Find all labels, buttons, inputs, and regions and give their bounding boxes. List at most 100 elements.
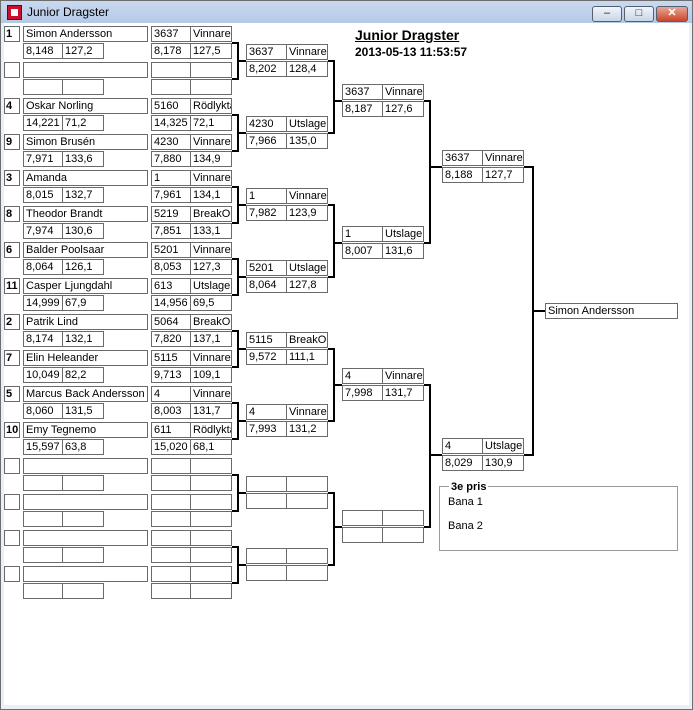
elapsed-time[interactable] — [342, 527, 383, 543]
car-number[interactable] — [151, 566, 191, 582]
race-status[interactable]: Vinnare — [482, 150, 524, 166]
elapsed-time[interactable]: 8,178 — [151, 43, 191, 59]
race-status[interactable]: Rödlykta — [190, 98, 232, 114]
entry-speed[interactable]: 132,1 — [62, 331, 104, 347]
driver-name[interactable] — [23, 62, 148, 78]
race-status[interactable] — [190, 62, 232, 78]
reaction-time[interactable] — [23, 79, 63, 95]
elapsed-time[interactable]: 8,064 — [246, 277, 287, 293]
run-speed[interactable]: 127,8 — [286, 277, 328, 293]
run-speed[interactable]: 111,1 — [286, 349, 328, 365]
elapsed-time[interactable]: 7,998 — [342, 385, 383, 401]
reaction-time[interactable]: 8,064 — [23, 259, 63, 275]
elapsed-time[interactable]: 7,993 — [246, 421, 287, 437]
reaction-time[interactable]: 8,174 — [23, 331, 63, 347]
reaction-time[interactable]: 14,999 — [23, 295, 63, 311]
driver-name[interactable]: Balder Poolsaar — [23, 242, 148, 258]
elapsed-time[interactable]: 9,713 — [151, 367, 191, 383]
car-number[interactable]: 4 — [151, 386, 191, 402]
run-speed[interactable]: 131,7 — [190, 403, 232, 419]
race-status[interactable]: Vinnare — [190, 350, 232, 366]
elapsed-time[interactable]: 8,188 — [442, 167, 483, 183]
race-status[interactable]: Utslagen — [482, 438, 524, 454]
elapsed-time[interactable]: 7,982 — [246, 205, 287, 221]
seed-number[interactable]: 8 — [4, 206, 20, 222]
run-speed[interactable]: 134,9 — [190, 151, 232, 167]
race-status[interactable] — [286, 548, 328, 564]
run-speed[interactable]: 131,7 — [382, 385, 424, 401]
car-number[interactable] — [342, 510, 383, 526]
seed-number[interactable]: 2 — [4, 314, 20, 330]
car-number[interactable]: 5201 — [246, 260, 287, 276]
elapsed-time[interactable]: 9,572 — [246, 349, 287, 365]
elapsed-time[interactable] — [151, 79, 191, 95]
car-number[interactable]: 5115 — [246, 332, 287, 348]
seed-number[interactable]: 11 — [4, 278, 20, 294]
race-status[interactable]: Vinnare — [190, 170, 232, 186]
run-speed[interactable]: 127,6 — [382, 101, 424, 117]
driver-name[interactable]: Theodor Brandt — [23, 206, 148, 222]
elapsed-time[interactable] — [151, 475, 191, 491]
run-speed[interactable]: 69,5 — [190, 295, 232, 311]
car-number[interactable]: 3637 — [342, 84, 383, 100]
run-speed[interactable]: 128,4 — [286, 61, 328, 77]
seed-number[interactable]: 4 — [4, 98, 20, 114]
entry-speed[interactable]: 63,8 — [62, 439, 104, 455]
race-status[interactable] — [190, 458, 232, 474]
race-status[interactable]: Vinnare — [190, 134, 232, 150]
race-status[interactable]: Vinnare — [190, 26, 232, 42]
entry-speed[interactable]: 67,9 — [62, 295, 104, 311]
race-status[interactable]: BreakOut — [190, 206, 232, 222]
reaction-time[interactable]: 10,049 — [23, 367, 63, 383]
seed-number[interactable]: 9 — [4, 134, 20, 150]
run-speed[interactable]: 109,1 — [190, 367, 232, 383]
race-status[interactable]: Vinnare — [286, 404, 328, 420]
driver-name[interactable]: Simon Andersson — [23, 26, 148, 42]
elapsed-time[interactable] — [151, 583, 191, 599]
title-bar[interactable]: Junior Dragster – □ ✕ — [1, 1, 692, 23]
entry-speed[interactable] — [62, 511, 104, 527]
driver-name[interactable]: Amanda — [23, 170, 148, 186]
car-number[interactable]: 3637 — [246, 44, 287, 60]
race-status[interactable] — [190, 494, 232, 510]
car-number[interactable] — [246, 476, 287, 492]
car-number[interactable] — [151, 530, 191, 546]
elapsed-time[interactable] — [151, 511, 191, 527]
race-status[interactable]: Vinnare — [190, 242, 232, 258]
elapsed-time[interactable]: 8,029 — [442, 455, 483, 471]
seed-number[interactable]: 10 — [4, 422, 20, 438]
run-speed[interactable]: 127,7 — [482, 167, 524, 183]
race-status[interactable]: Utslagen — [286, 116, 328, 132]
entry-speed[interactable]: 133,6 — [62, 151, 104, 167]
car-number[interactable] — [246, 548, 287, 564]
seed-number[interactable]: 6 — [4, 242, 20, 258]
entry-speed[interactable] — [62, 475, 104, 491]
car-number[interactable]: 4 — [442, 438, 483, 454]
run-speed[interactable]: 133,1 — [190, 223, 232, 239]
elapsed-time[interactable]: 8,053 — [151, 259, 191, 275]
seed-number[interactable]: 7 — [4, 350, 20, 366]
driver-name[interactable] — [23, 494, 148, 510]
entry-speed[interactable] — [62, 583, 104, 599]
run-speed[interactable]: 134,1 — [190, 187, 232, 203]
race-status[interactable]: Rödlykta — [190, 422, 232, 438]
car-number[interactable]: 611 — [151, 422, 191, 438]
car-number[interactable]: 613 — [151, 278, 191, 294]
reaction-time[interactable]: 8,060 — [23, 403, 63, 419]
car-number[interactable] — [151, 62, 191, 78]
run-speed[interactable]: 131,6 — [382, 243, 424, 259]
reaction-time[interactable]: 8,148 — [23, 43, 63, 59]
driver-name[interactable]: Simon Brusén — [23, 134, 148, 150]
entry-speed[interactable]: 126,1 — [62, 259, 104, 275]
reaction-time[interactable] — [23, 547, 63, 563]
race-status[interactable] — [190, 566, 232, 582]
car-number[interactable]: 4 — [342, 368, 383, 384]
elapsed-time[interactable] — [246, 493, 287, 509]
run-speed[interactable] — [382, 527, 424, 543]
elapsed-time[interactable]: 7,961 — [151, 187, 191, 203]
driver-name[interactable] — [23, 530, 148, 546]
seed-number[interactable]: 5 — [4, 386, 20, 402]
driver-name[interactable] — [23, 458, 148, 474]
seed-number[interactable] — [4, 566, 20, 582]
run-speed[interactable] — [286, 493, 328, 509]
